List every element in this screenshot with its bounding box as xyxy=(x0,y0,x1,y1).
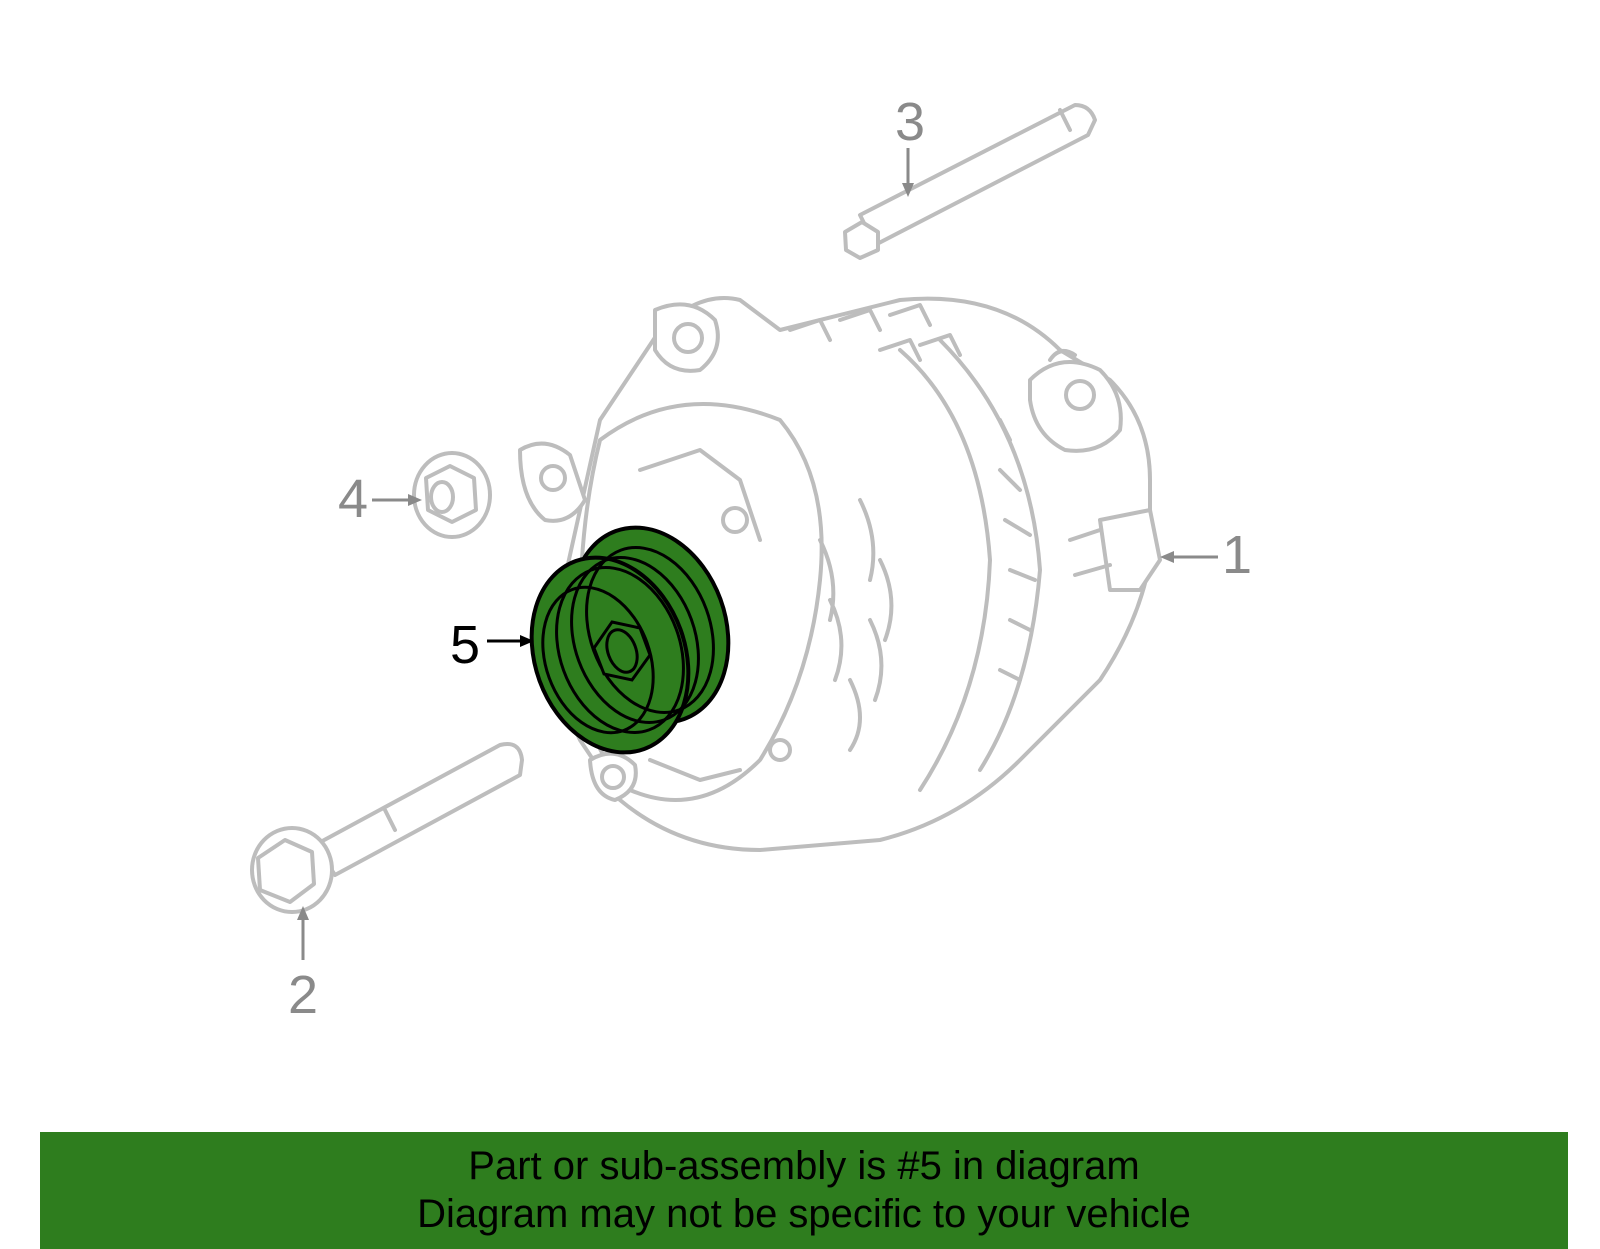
info-banner: Part or sub-assembly is #5 in diagram Di… xyxy=(40,1132,1568,1249)
upper-stud-part-3[interactable] xyxy=(843,103,1097,260)
svg-text:2: 2 xyxy=(288,965,318,1025)
callout-4: 4 xyxy=(338,469,422,529)
callout-2: 2 xyxy=(288,906,318,1025)
svg-text:4: 4 xyxy=(338,469,368,529)
callout-3: 3 xyxy=(895,92,925,197)
pulley-part-5[interactable] xyxy=(505,505,754,774)
svg-text:1: 1 xyxy=(1222,525,1252,585)
banner-line-part-number: Part or sub-assembly is #5 in diagram xyxy=(468,1144,1140,1188)
svg-text:3: 3 xyxy=(895,92,925,152)
banner-line-disclaimer: Diagram may not be specific to your vehi… xyxy=(417,1192,1191,1236)
nut-part-4[interactable] xyxy=(412,451,492,539)
svg-text:5: 5 xyxy=(450,615,480,675)
lower-bolt-part-2[interactable] xyxy=(250,742,524,914)
alternator-part-1[interactable] xyxy=(518,296,1162,852)
callout-5: 5 xyxy=(450,615,534,675)
callout-1: 1 xyxy=(1160,525,1252,585)
